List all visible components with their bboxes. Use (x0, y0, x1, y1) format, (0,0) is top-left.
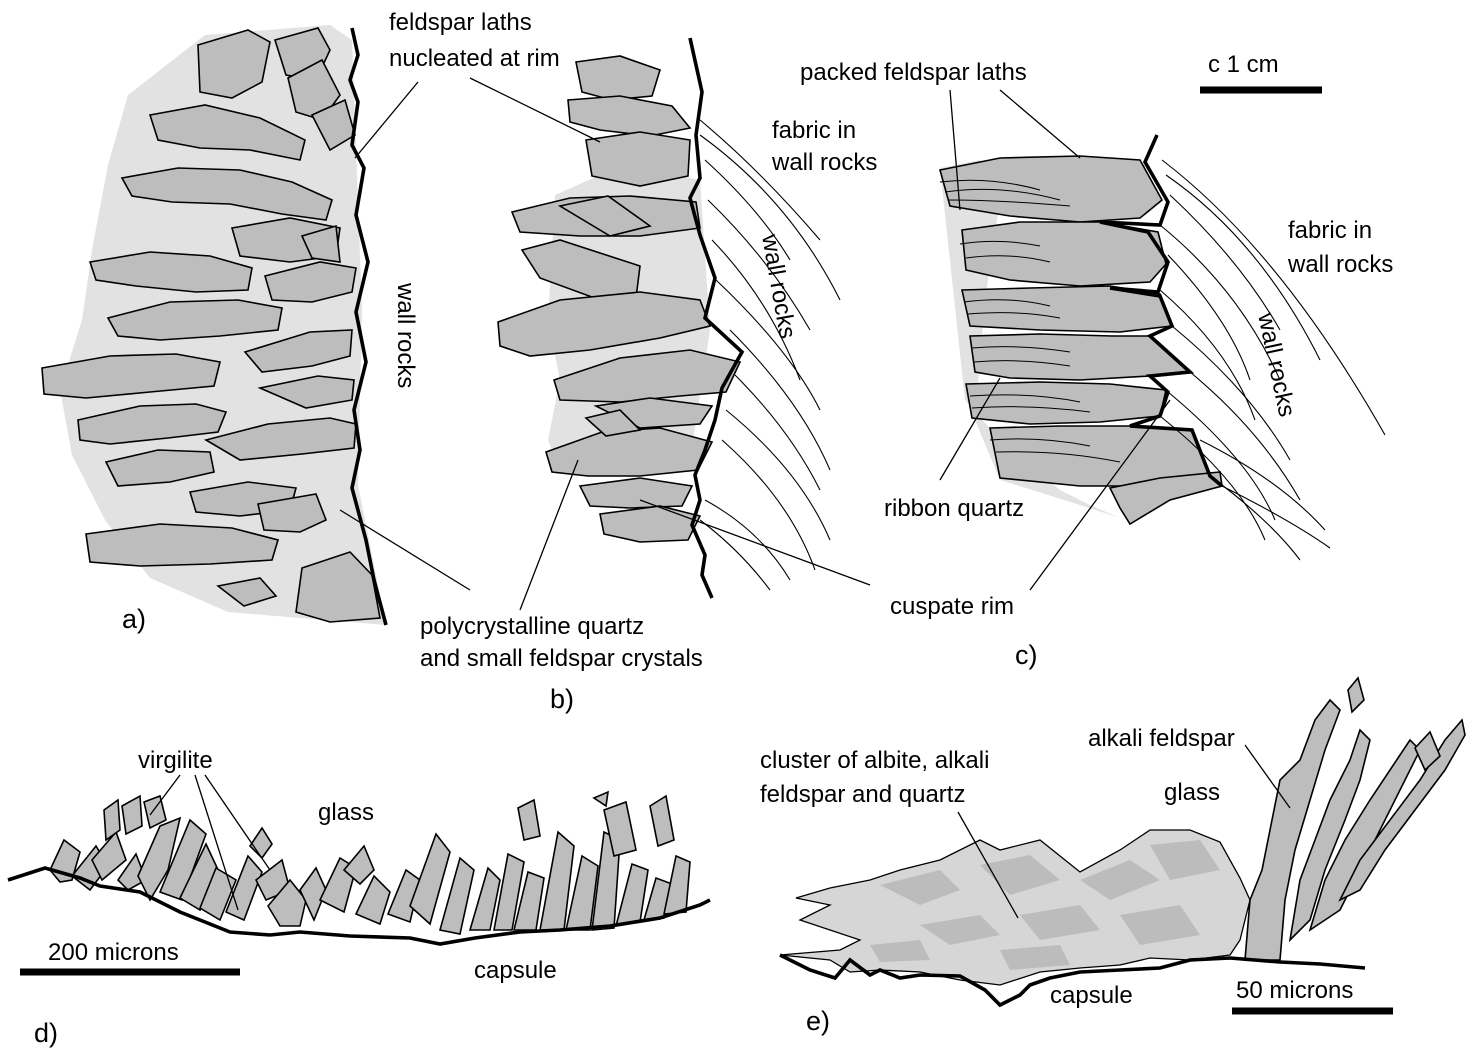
panel-e-cluster-label-2: feldspar and quartz (760, 781, 965, 808)
panel-c-fabric-label-1: fabric in (1288, 217, 1372, 244)
panel-c-letter: c) (1015, 640, 1038, 670)
panel-b-polycrystalline-label-1: polycrystalline quartz (420, 613, 644, 640)
panel-c-scale-label: c 1 cm (1208, 51, 1279, 78)
panel-e: cluster of albite, alkali feldspar and q… (760, 678, 1465, 1036)
panel-e-capsule-label: capsule (1050, 982, 1133, 1009)
panel-e-glass-label: glass (1164, 779, 1220, 806)
panel-c-feldspar-laths (940, 156, 1222, 524)
panel-e-alkali-feldspar-label: alkali feldspar (1088, 725, 1235, 752)
panel-e-alkali-feldspar-laths (1245, 678, 1465, 960)
panel-d-letter: d) (34, 1018, 58, 1048)
panel-d-scale-label: 200 microns (48, 939, 179, 966)
panel-d: virgilite glass 200 microns capsule d) (8, 747, 710, 1048)
panel-b-fabric-label-2: wall rocks (771, 149, 877, 176)
panel-e-cluster-label-1: cluster of albite, alkali (760, 747, 989, 774)
panel-b-fabric-label-1: fabric in (772, 117, 856, 144)
panel-c-cuspate-rim-label: cuspate rim (890, 593, 1014, 620)
panel-c-packed-label: packed feldspar laths (800, 59, 1027, 86)
panel-a-feldspar-label-1: feldspar laths (389, 9, 532, 36)
panel-c-wall-rocks-label: wall rocks (1252, 310, 1301, 420)
panel-b-letter: b) (550, 684, 574, 714)
panel-a-letter: a) (122, 604, 146, 634)
panel-b: fabric in wall rocks wall rocks polycrys… (420, 38, 877, 714)
panel-a-feldspar-label-2: nucleated at rim (389, 45, 560, 72)
panel-e-letter: e) (806, 1006, 830, 1036)
panel-d-virgilite-label: virgilite (138, 747, 213, 774)
panel-c-ribbon-quartz-label: ribbon quartz (884, 495, 1024, 522)
panel-b-fabric-lines (700, 120, 840, 590)
panel-b-wall-rocks-label: wall rocks (756, 231, 801, 340)
panel-b-polycrystalline-label-2: and small feldspar crystals (420, 645, 703, 672)
panel-d-glass-label: glass (318, 799, 374, 826)
panel-e-scale-label: 50 microns (1236, 977, 1353, 1004)
panel-c: packed feldspar laths c 1 cm fabric in w… (640, 51, 1393, 670)
panel-a-wall-rocks-label: wall rocks (392, 282, 419, 388)
panel-a: feldspar laths nucleated at rim wall roc… (42, 9, 560, 634)
panel-c-fabric-label-2: wall rocks (1287, 251, 1393, 278)
panel-d-capsule-label: capsule (474, 957, 557, 984)
